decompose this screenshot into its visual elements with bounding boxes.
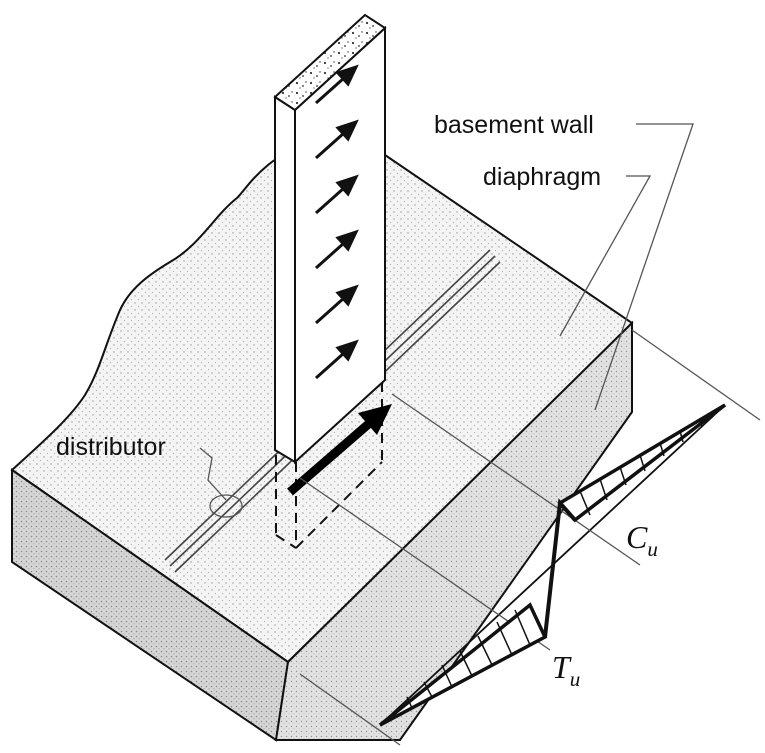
tension-subscript: u [570, 667, 581, 691]
label-basement-wall: basement wall [434, 111, 594, 139]
distributor-leader [199, 447, 227, 501]
diaphragm-leader [559, 175, 652, 337]
wall-top-face [273, 13, 387, 112]
chord-force-diagram [299, 329, 761, 746]
projection-line-top [631, 329, 761, 421]
tension-block [378, 602, 548, 727]
tension-symbol: T [552, 649, 572, 685]
compression-subscript: u [647, 537, 658, 561]
slab-right-face [274, 320, 633, 741]
distributor-marker [209, 494, 243, 518]
label-compression-force: Cu [626, 519, 658, 561]
lateral-load-arrows [315, 64, 359, 380]
label-tension-force: Tu [552, 649, 580, 691]
projection-line-bottom [299, 673, 401, 746]
projection-line-mid1 [391, 393, 641, 566]
basement-wall-leader [594, 123, 694, 411]
shear-wall [273, 13, 387, 465]
label-diaphragm: diaphragm [483, 163, 601, 191]
compression-symbol: C [626, 519, 648, 555]
wall-front-face [274, 95, 296, 464]
chord-force-line [543, 498, 577, 638]
label-distributor: distributor [56, 433, 166, 461]
